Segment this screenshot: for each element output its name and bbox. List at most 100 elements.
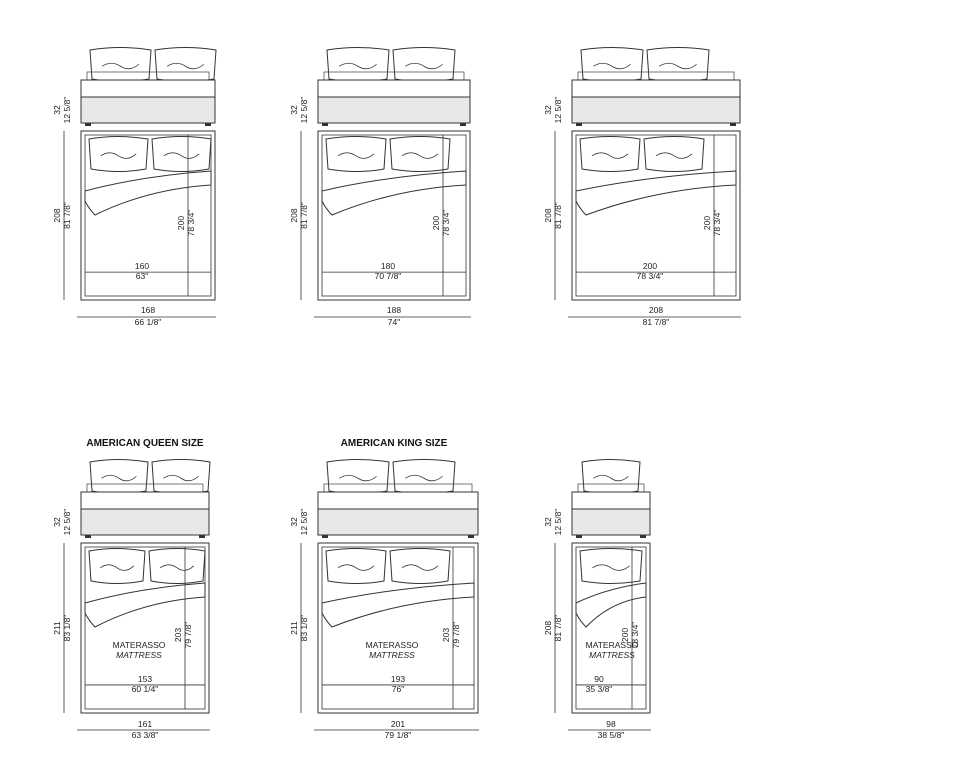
mattress-length-in-label: 78 3/4": [441, 210, 451, 237]
pillow-crease: [337, 564, 375, 571]
mattress-width-in-label: 63": [136, 271, 148, 281]
pillow-crease: [166, 62, 205, 70]
mattress-length-in-label: 78 3/4": [712, 210, 722, 237]
pillow-outline: [88, 548, 146, 584]
width-in-label: 66 1/8": [135, 317, 162, 327]
width-cm-label: 208: [649, 305, 663, 315]
pillow-outline: [326, 47, 390, 82]
length-cm-label: 211: [52, 621, 62, 635]
pillow-outline: [392, 47, 456, 82]
pillow-outline: [581, 459, 641, 494]
pillow-crease: [337, 152, 375, 159]
bed-foot-right: [640, 535, 646, 538]
pillow-crease: [592, 564, 630, 571]
height-cm-label: 32: [52, 105, 62, 115]
mattress-label-en: MATTRESS: [116, 650, 162, 660]
width-in-label: 81 7/8": [643, 317, 670, 327]
bed-base: [80, 96, 216, 124]
mattress-length-cm-label: 203: [441, 628, 451, 642]
width-cm-label: 98: [606, 719, 616, 729]
bed-foot-left: [322, 535, 328, 538]
duvet-fold: [84, 170, 212, 216]
pillow-crease: [405, 474, 443, 482]
pillow-outline: [389, 136, 451, 172]
pillow-outline: [579, 548, 643, 584]
bed-foot-right: [468, 535, 474, 538]
bed-base: [317, 508, 479, 536]
bed-frame-top: [571, 491, 651, 510]
length-in-label: 81 7/8": [62, 202, 72, 229]
height-in-label: 12 5/8": [62, 509, 72, 536]
bed-foot-left: [322, 123, 328, 126]
pillow-outline: [392, 459, 456, 494]
duvet-fold: [575, 582, 647, 628]
height-in-label: 12 5/8": [553, 97, 563, 124]
bed-frame-top: [317, 79, 471, 98]
height-cm-label: 32: [52, 517, 62, 527]
pillow-outline: [89, 459, 149, 494]
pillow-crease: [659, 62, 697, 70]
pillow-outline: [579, 136, 641, 172]
width-cm-label: 168: [141, 305, 155, 315]
mattress-length-cm-label: 203: [173, 628, 183, 642]
height-in-label: 12 5/8": [553, 509, 563, 536]
bed-plan-inner: [84, 134, 212, 297]
mattress-width-in-label: 35 3/8": [586, 684, 613, 694]
pillow-outline: [89, 47, 152, 82]
pillow-crease: [401, 564, 439, 571]
duvet-fold: [321, 582, 475, 628]
bed-base: [571, 96, 741, 124]
pillow-crease: [163, 152, 200, 159]
pillow-outline: [580, 47, 644, 82]
pillow-crease: [591, 152, 629, 159]
width-cm-label: 201: [391, 719, 405, 729]
mattress-label-it: MATERASSO: [366, 640, 419, 650]
bed-foot-left: [576, 535, 582, 538]
width-in-label: 63 3/8": [132, 730, 159, 740]
pillow-crease: [99, 564, 135, 571]
bed-base: [317, 96, 471, 124]
pillow-crease: [593, 474, 629, 482]
pillow-outline: [151, 136, 212, 172]
mattress-width-cm-label: 200: [643, 261, 657, 271]
pillow-outline: [154, 47, 217, 82]
mattress-length-in-label: 79 7/8": [183, 622, 193, 649]
width-cm-label: 188: [387, 305, 401, 315]
pillow-crease: [100, 152, 137, 159]
pillow-outline: [325, 548, 387, 584]
pillow-crease: [159, 564, 195, 571]
mattress-width-cm-label: 180: [381, 261, 395, 271]
length-cm-label: 208: [52, 208, 62, 222]
pillow-outline: [389, 548, 451, 584]
pillow-outline: [88, 136, 149, 172]
bed-base: [80, 508, 210, 536]
bed-foot-right: [199, 535, 205, 538]
length-in-label: 81 7/8": [553, 615, 563, 642]
mattress-length-cm-label: 200: [702, 216, 712, 230]
width-in-label: 74": [388, 317, 400, 327]
bed-plan-inner: [321, 134, 467, 297]
bed-plan-inner: [575, 546, 647, 710]
bed-plan-inner: [575, 134, 737, 297]
mattress-label-it: MATERASSO: [586, 640, 639, 650]
width-cm-label: 161: [138, 719, 152, 729]
pillow-crease: [401, 152, 439, 159]
width-in-label: 79 1/8": [385, 730, 412, 740]
bed-foot-right: [460, 123, 466, 126]
mattress-label-it: MATERASSO: [113, 640, 166, 650]
bed-foot-left: [576, 123, 582, 126]
duvet-fold: [575, 170, 737, 216]
length-in-label: 83 1/8": [299, 615, 309, 642]
bed-frame-top: [571, 79, 741, 98]
bed-frame-top: [317, 491, 479, 510]
pillow-crease: [101, 62, 140, 70]
length-cm-label: 208: [543, 621, 553, 635]
mattress-length-cm-label: 200: [176, 216, 186, 230]
pillow-outline: [326, 459, 390, 494]
pillow-outline: [148, 548, 206, 584]
pillow-crease: [593, 62, 631, 70]
